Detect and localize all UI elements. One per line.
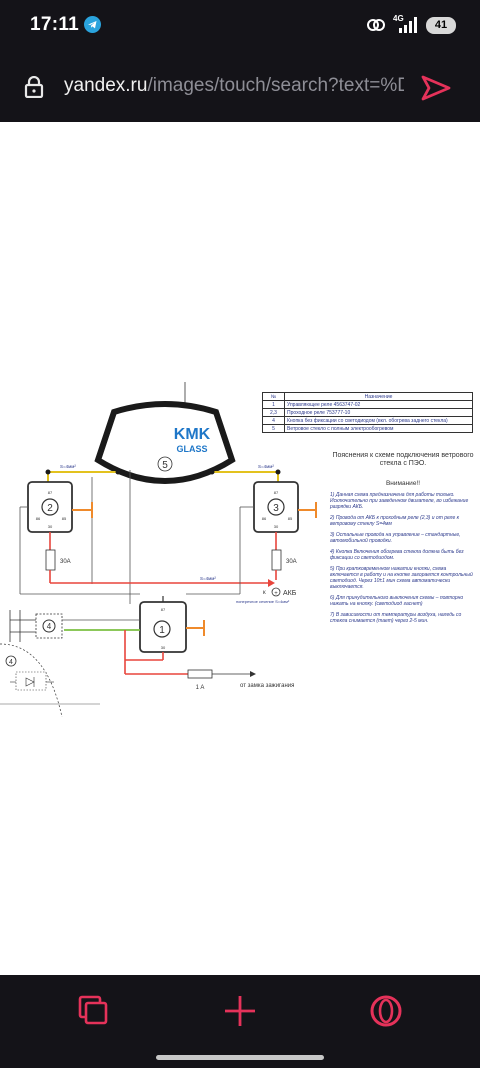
home-indicator[interactable] bbox=[156, 1055, 324, 1060]
fuse-small bbox=[187, 669, 213, 679]
brand-glass: GLASS bbox=[176, 444, 207, 454]
relay-1-number: 1 bbox=[159, 625, 165, 636]
fuse-left bbox=[45, 549, 56, 571]
ignition-label: от замка зажигания bbox=[240, 683, 294, 689]
legend-row: 5 Ветровое стекло с полным электрообогре… bbox=[262, 424, 473, 433]
svg-text:85: 85 bbox=[288, 516, 293, 521]
signal-icon: 4G bbox=[393, 14, 419, 34]
relay-2-number: 2 bbox=[47, 503, 53, 514]
lock-icon[interactable] bbox=[24, 75, 44, 103]
send-icon[interactable] bbox=[420, 74, 452, 107]
svg-text:87: 87 bbox=[274, 490, 279, 495]
akb-label: АКБ bbox=[283, 590, 297, 597]
url-field[interactable]: yandex.ru/images/touch/search?text=%D1 bbox=[64, 75, 404, 97]
fuse-small-label: 1 A bbox=[196, 685, 205, 691]
svg-text:86: 86 bbox=[36, 516, 41, 521]
browser-bottom-bar bbox=[0, 975, 480, 1068]
fuse-right bbox=[271, 549, 282, 571]
legend-row: 4 Кнопка без фиксации со светодиодом (вк… bbox=[262, 416, 473, 425]
glass-number: 5 bbox=[162, 460, 168, 471]
akb-k: к bbox=[263, 590, 266, 596]
legend-row: 2,3 Проходное реле 753777-10 bbox=[262, 408, 473, 417]
legend-header-name: Назначение bbox=[284, 392, 473, 401]
svg-text:30: 30 bbox=[161, 645, 166, 650]
notes-attention: Внимание!! bbox=[385, 480, 421, 487]
legend-table: № Назначение 1 Управляющее реле 4563747-… bbox=[262, 392, 473, 433]
note-item: 1) Данная схема предназначена для работы… bbox=[330, 492, 469, 510]
status-bar: 17:11 4G 41 bbox=[0, 0, 480, 50]
wire-label-mid: S=4мм² bbox=[200, 576, 216, 581]
diagram-notes: Пояснения к схеме подключения ветрового … bbox=[330, 452, 476, 629]
wiring-diagram-image[interactable]: KMK GLASS 5 S=4мм² S=4мм² 2 87 86 85 30 … bbox=[0, 382, 480, 717]
legend-header-num: № bbox=[262, 392, 285, 401]
button-detail-inset bbox=[0, 643, 63, 717]
url-host: yandex.ru bbox=[64, 75, 148, 96]
note-item: 2) Провода от АКБ к проходным реле (2,3)… bbox=[330, 515, 459, 527]
status-time: 17:11 bbox=[30, 14, 80, 35]
svg-text:87: 87 bbox=[48, 490, 53, 495]
telegram-icon bbox=[84, 16, 101, 33]
svg-text:86: 86 bbox=[262, 516, 267, 521]
network-type: 4G bbox=[393, 14, 404, 23]
legend-header: № Назначение bbox=[262, 392, 473, 401]
image-viewer: KMK GLASS 5 S=4мм² S=4мм² 2 87 86 85 30 … bbox=[0, 122, 480, 975]
battery-icon: 41 bbox=[426, 16, 456, 34]
status-icons: 4G 41 bbox=[366, 14, 456, 36]
note-item: 3) Остальные провода на управление – ста… bbox=[330, 532, 461, 544]
fuse-right-label: 30A bbox=[286, 559, 297, 565]
wire-label-left: S=4мм² bbox=[60, 464, 76, 469]
link-icon bbox=[367, 19, 385, 31]
browser-address-bar[interactable]: yandex.ru/images/touch/search?text=%D1 bbox=[0, 50, 480, 122]
note-item: 4) Кнопка Включения обогрева стекла долж… bbox=[330, 549, 464, 561]
glass-number-circle bbox=[157, 456, 173, 472]
notes-title: Пояснения к схеме подключения ветрового … bbox=[332, 452, 474, 467]
note-item: 5) При кратковременном нажатии кнопки, с… bbox=[330, 566, 473, 590]
svg-text:30: 30 bbox=[48, 524, 53, 529]
button-4b-number: 4 bbox=[9, 659, 13, 666]
fuse-left-label: 30A bbox=[60, 559, 71, 565]
windshield-shape bbox=[94, 401, 236, 484]
svg-text:30: 30 bbox=[274, 524, 279, 529]
relay-3-number: 3 bbox=[273, 503, 279, 514]
svg-text:85: 85 bbox=[62, 516, 67, 521]
url-path: /images/touch/search?text=%D1 bbox=[147, 75, 404, 96]
note-item: 6) Для принудительного выключения схемы … bbox=[330, 595, 464, 607]
svg-text:87: 87 bbox=[161, 607, 166, 612]
plus-icon[interactable] bbox=[222, 993, 258, 1029]
opera-icon[interactable] bbox=[368, 993, 404, 1029]
note-item: 7) В зависимости от температуры воздуха,… bbox=[330, 612, 462, 624]
wire-label-right: S=4мм² bbox=[258, 464, 274, 469]
button-4-number: 4 bbox=[47, 622, 52, 631]
legend-row: 1 Управляющее реле 4563747-02 bbox=[262, 400, 473, 409]
tabs-icon[interactable] bbox=[76, 993, 112, 1029]
akb-subtitle: поперечное сечение S=4мм² bbox=[236, 599, 290, 604]
brand-kmk: KMK bbox=[174, 426, 211, 443]
akb-plus: + bbox=[274, 591, 278, 597]
